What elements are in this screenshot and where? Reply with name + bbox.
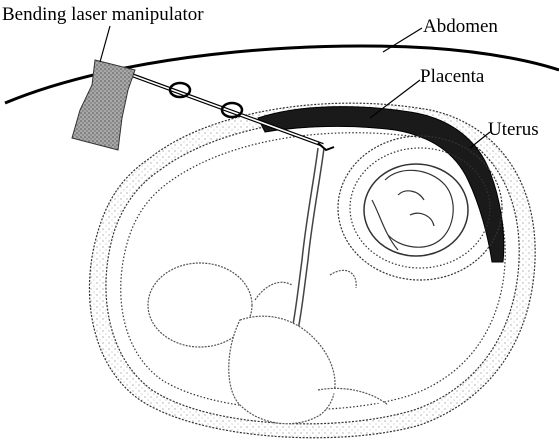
label-abdomen: Abdomen — [423, 17, 498, 36]
label-uterus: Uterus — [488, 120, 539, 139]
manipulator-handle — [72, 60, 135, 150]
label-bending-laser-manipulator: Bending laser manipulator — [2, 5, 204, 24]
label-placenta: Placenta — [420, 67, 484, 86]
